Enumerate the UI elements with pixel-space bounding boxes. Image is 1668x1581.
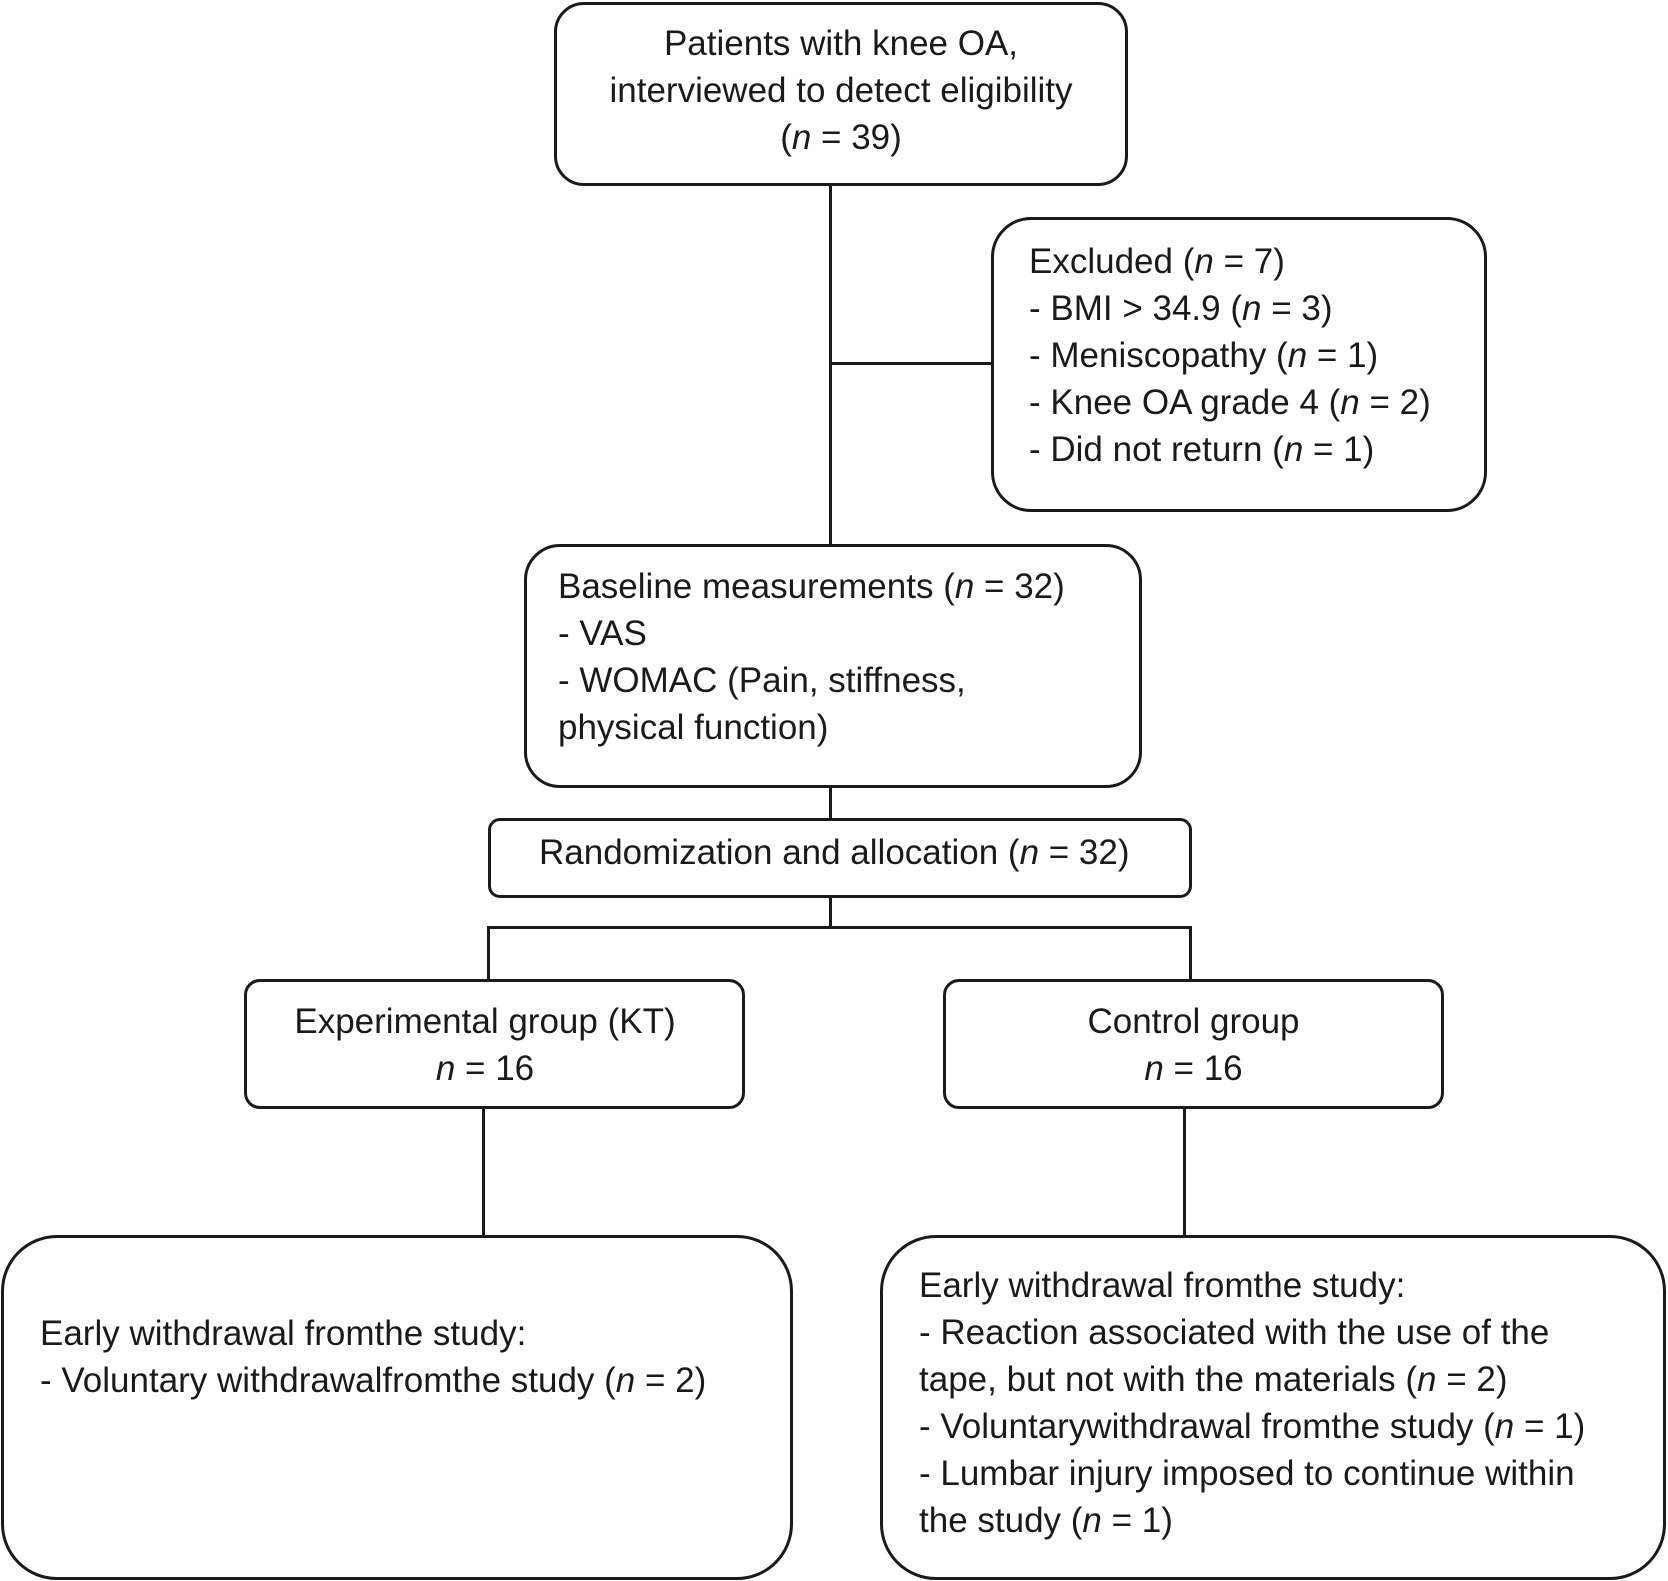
experimental-withdrawal-heading: Early withdrawal fromthe study: (40, 1314, 527, 1353)
control-group-box (943, 979, 1444, 1109)
control-group-text: Control group n = 16 (943, 998, 1444, 1092)
control-withdrawal-text: Early withdrawal fromthe study: - Reacti… (919, 1262, 1585, 1544)
connector-to-excluded (829, 362, 993, 365)
control-group-title: Control group (1087, 1002, 1300, 1041)
control-withdrawal-box (880, 1235, 1666, 1580)
control-withdrawal-item: the study (n = 1) (919, 1501, 1173, 1540)
experimental-withdrawal-text: Early withdrawal fromthe study: - Volunt… (40, 1310, 706, 1404)
experimental-group-n: n = 16 (435, 1049, 535, 1088)
control-withdrawal-item: - Reaction associated with the use of th… (919, 1313, 1550, 1352)
screening-n: (n = 39) (780, 118, 902, 157)
connector-control-to-withdrawal (1183, 1108, 1186, 1236)
screening-box (554, 2, 1128, 186)
excluded-title: Excluded (n = 7) (1029, 242, 1285, 281)
screening-line2: interviewed to detect eligibility (609, 71, 1073, 110)
control-withdrawal-item: - Voluntarywithdrawal fromthe study (n =… (919, 1407, 1586, 1446)
control-withdrawal-item: tape, but not with the materials (n = 2) (919, 1360, 1508, 1399)
excluded-text: Excluded (n = 7) - BMI > 34.9 (n = 3) - … (1029, 238, 1431, 473)
control-withdrawal-item: - Lumbar injury imposed to continue with… (919, 1454, 1575, 1493)
baseline-box (524, 544, 1142, 788)
baseline-text: Baseline measurements (n = 32) - VAS - W… (558, 563, 1065, 751)
connector-experimental-to-withdrawal (482, 1108, 485, 1236)
randomization-text: Randomization and allocation (n = 32) (539, 833, 1130, 872)
screening-line1: Patients with knee OA, (663, 24, 1019, 63)
connector-baseline-to-randomization (829, 786, 832, 820)
connector-randomization-down (829, 896, 832, 928)
baseline-item-vas: - VAS (558, 614, 647, 653)
randomization-box (488, 818, 1192, 898)
excluded-item: - Did not return (n = 1) (1029, 430, 1375, 469)
control-group-n: n = 16 (1144, 1049, 1243, 1088)
experimental-withdrawal-item: - Voluntary withdrawalfromthe study (n =… (40, 1361, 707, 1400)
experimental-group-title: Experimental group (KT) (294, 1002, 676, 1041)
excluded-box (991, 217, 1487, 512)
excluded-item: - BMI > 34.9 (n = 3) (1029, 289, 1333, 328)
experimental-withdrawal-box (1, 1235, 793, 1580)
excluded-item: - Meniscopathy (n = 1) (1029, 336, 1379, 375)
excluded-item: - Knee OA grade 4 (n = 2) (1029, 383, 1431, 422)
connector-branch-left (487, 926, 490, 980)
connector-branch-horizontal (487, 926, 1192, 929)
experimental-group-box (244, 979, 745, 1109)
baseline-item-womac-cont: physical function) (558, 708, 829, 747)
baseline-item-womac: - WOMAC (Pain, stiffness, (558, 661, 966, 700)
screening-text: Patients with knee OA, interviewed to de… (554, 20, 1128, 161)
control-withdrawal-heading: Early withdrawal fromthe study: (919, 1266, 1406, 1305)
baseline-title: Baseline measurements (n = 32) (558, 567, 1065, 606)
connector-screening-to-baseline (829, 184, 832, 546)
experimental-group-text: Experimental group (KT) n = 16 (244, 998, 726, 1092)
connector-branch-right (1189, 926, 1192, 980)
